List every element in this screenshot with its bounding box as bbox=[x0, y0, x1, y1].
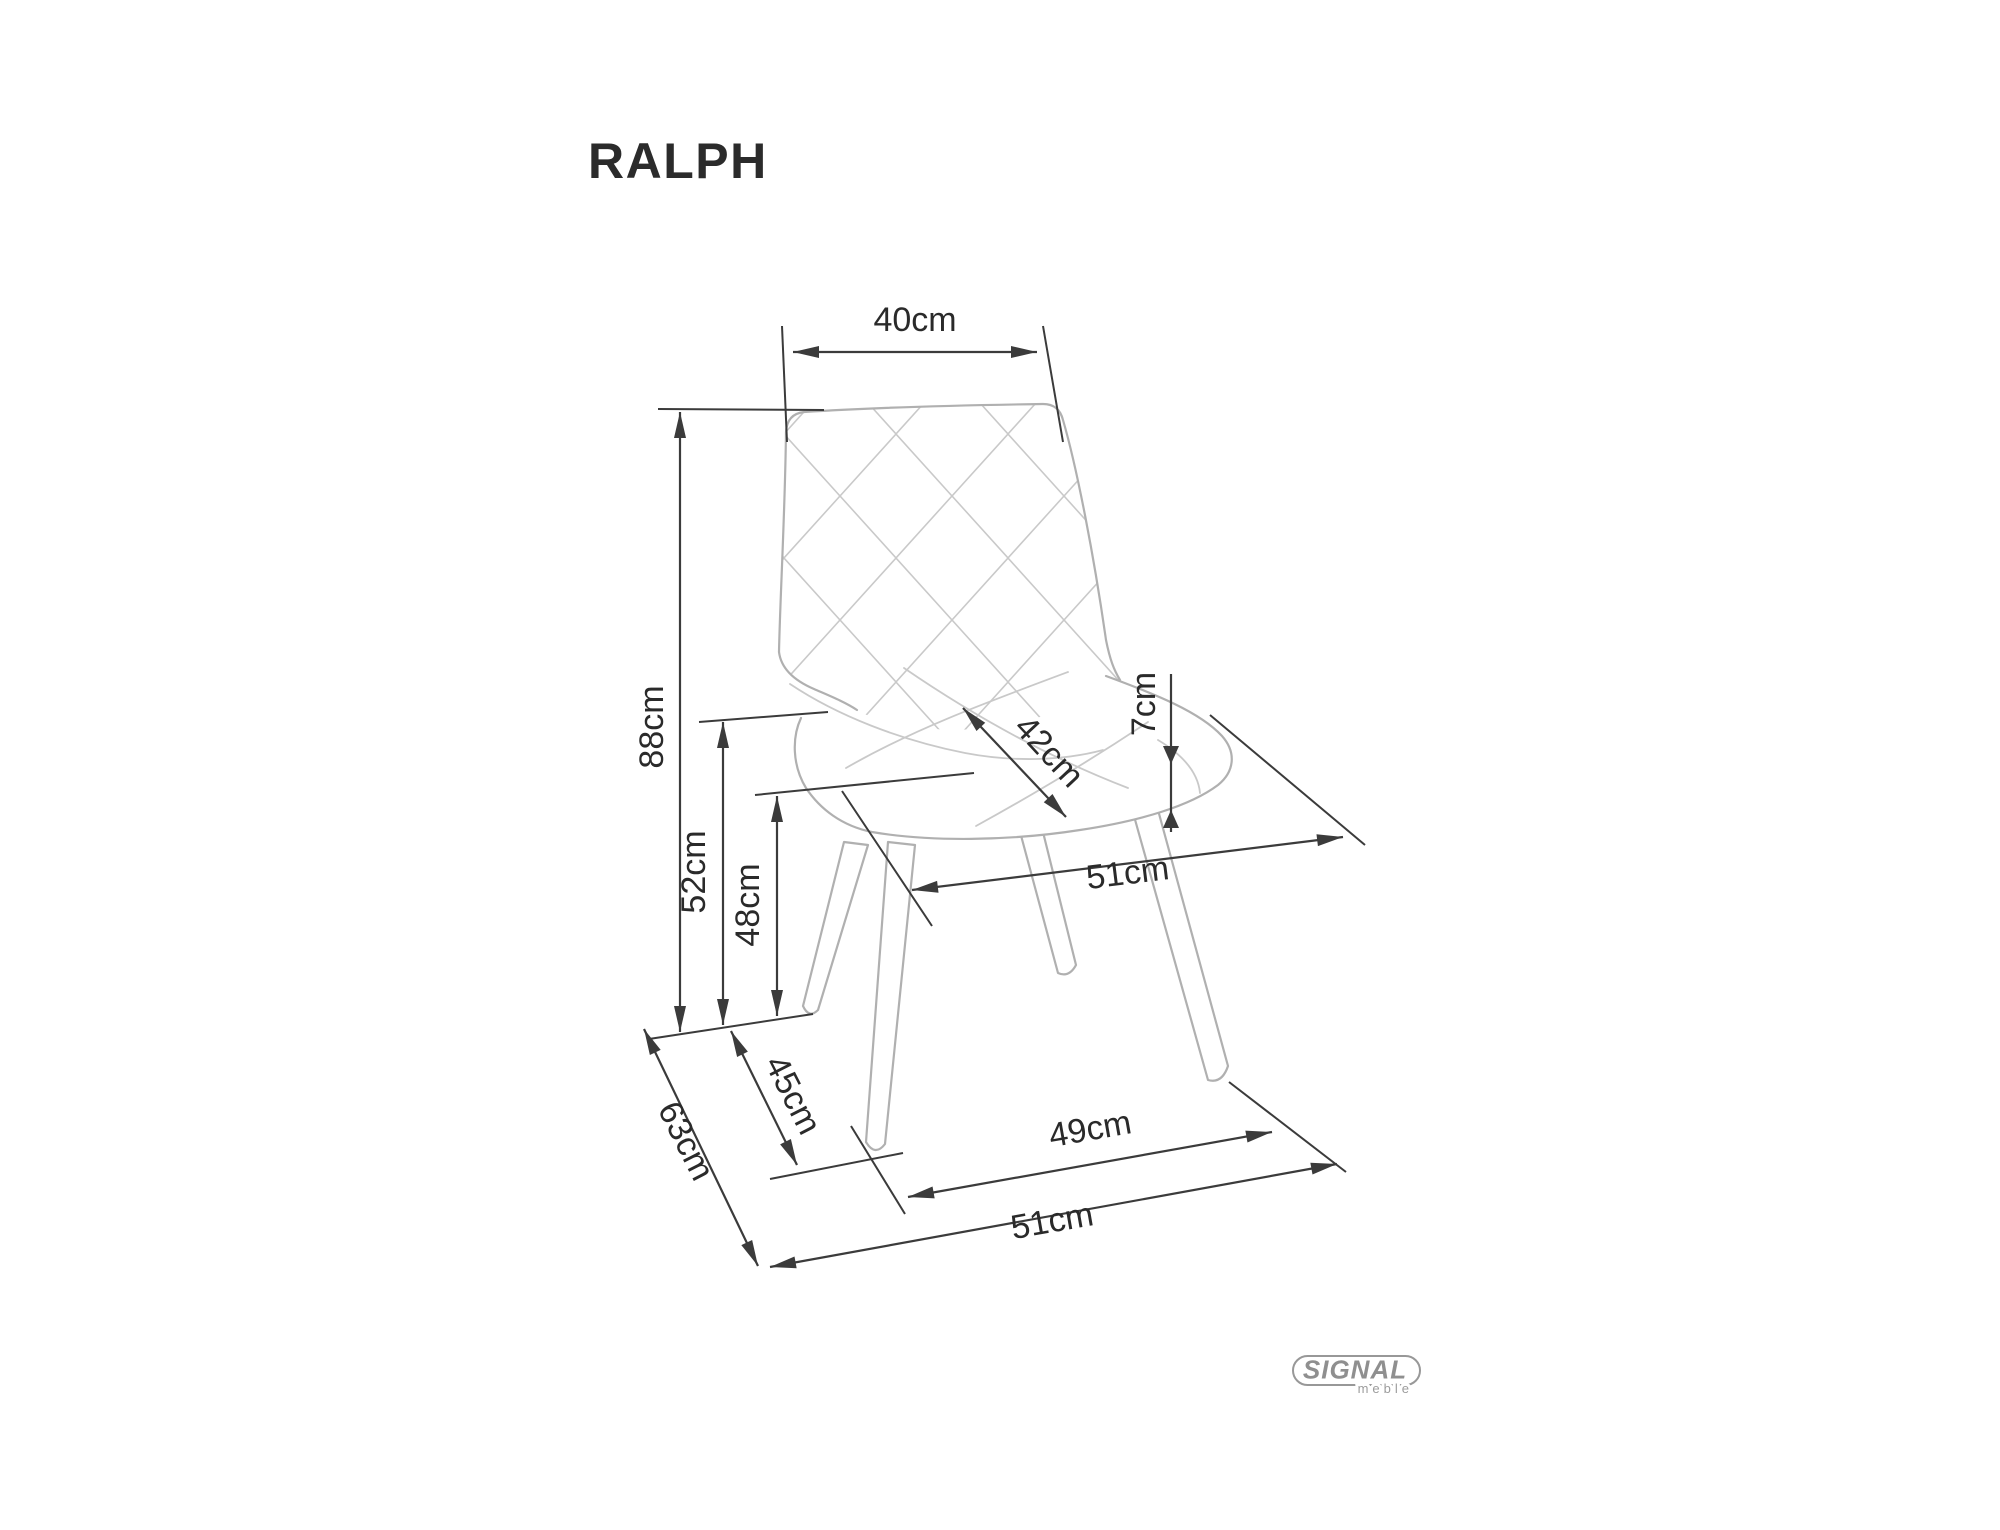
ext-back-width-left bbox=[781, 325, 788, 443]
dim-front-leg-span: 45cm bbox=[730, 1030, 829, 1166]
dim-total-height: 88cm bbox=[633, 412, 686, 1032]
ext-total-height-top bbox=[657, 408, 825, 411]
ext-backrest-top bbox=[698, 711, 829, 723]
ext-front-leg-bottom bbox=[769, 1152, 904, 1180]
dim-label-base-front-width: 49cm bbox=[1046, 1103, 1134, 1155]
dim-cushion-thickness: 7cm bbox=[1125, 672, 1179, 832]
dim-base-total-width: 51cm bbox=[769, 1162, 1338, 1269]
logo-border bbox=[1292, 1355, 1421, 1386]
dim-label-seat-height: 48cm bbox=[729, 863, 767, 946]
dim-label-cushion-thickness: 7cm bbox=[1125, 672, 1163, 736]
chair-leg-front-left bbox=[864, 840, 917, 1152]
logo-brand-sub: meble bbox=[1358, 1381, 1413, 1396]
dim-backrest-top-height: 52cm bbox=[675, 722, 729, 1025]
ext-seat-depth-left bbox=[841, 790, 933, 927]
seat-stitch bbox=[845, 671, 1069, 769]
dim-seat-depth: 51cm bbox=[911, 834, 1344, 897]
dim-label-total-height: 88cm bbox=[633, 685, 671, 768]
dim-base-depth: 63cm bbox=[643, 1028, 759, 1267]
chair-leg-rear-right bbox=[1017, 822, 1078, 976]
dim-label-backrest-top-height: 52cm bbox=[675, 830, 713, 913]
ext-seat-depth-right bbox=[1209, 714, 1366, 846]
arrow-up-icon bbox=[1163, 810, 1179, 828]
ext-ground bbox=[648, 1013, 814, 1040]
brand-logo: SIGNAL meble bbox=[1292, 1355, 1421, 1399]
logo-brand-name: SIGNAL bbox=[1303, 1355, 1407, 1385]
chair-drawing bbox=[777, 402, 1233, 1152]
arrow-down-icon bbox=[1163, 746, 1179, 764]
backrest-roll-edge bbox=[777, 650, 859, 712]
dimension-lines: 40cm 88cm 52cm 48cm 42cm 7cm bbox=[633, 301, 1344, 1269]
dim-back-width: 40cm bbox=[793, 301, 1037, 358]
ext-base-right bbox=[1228, 1081, 1347, 1173]
ext-seat-height-top bbox=[754, 772, 975, 796]
page-title: RALPH bbox=[588, 133, 768, 189]
seat-stitch bbox=[1157, 739, 1201, 794]
ext-back-width-right bbox=[1042, 325, 1064, 443]
dim-seat-height: 48cm bbox=[729, 796, 783, 1016]
dim-label-base-total-width: 51cm bbox=[1008, 1195, 1096, 1247]
chair-leg-rear-left bbox=[801, 840, 870, 1015]
dim-label-front-leg-span: 45cm bbox=[757, 1049, 829, 1140]
chair-backrest bbox=[777, 402, 1122, 730]
dim-label-back-width: 40cm bbox=[873, 301, 956, 339]
dim-label-base-depth: 63cm bbox=[650, 1095, 722, 1186]
dim-base-front-width: 49cm bbox=[907, 1103, 1273, 1199]
backrest-quilting bbox=[779, 404, 1122, 730]
